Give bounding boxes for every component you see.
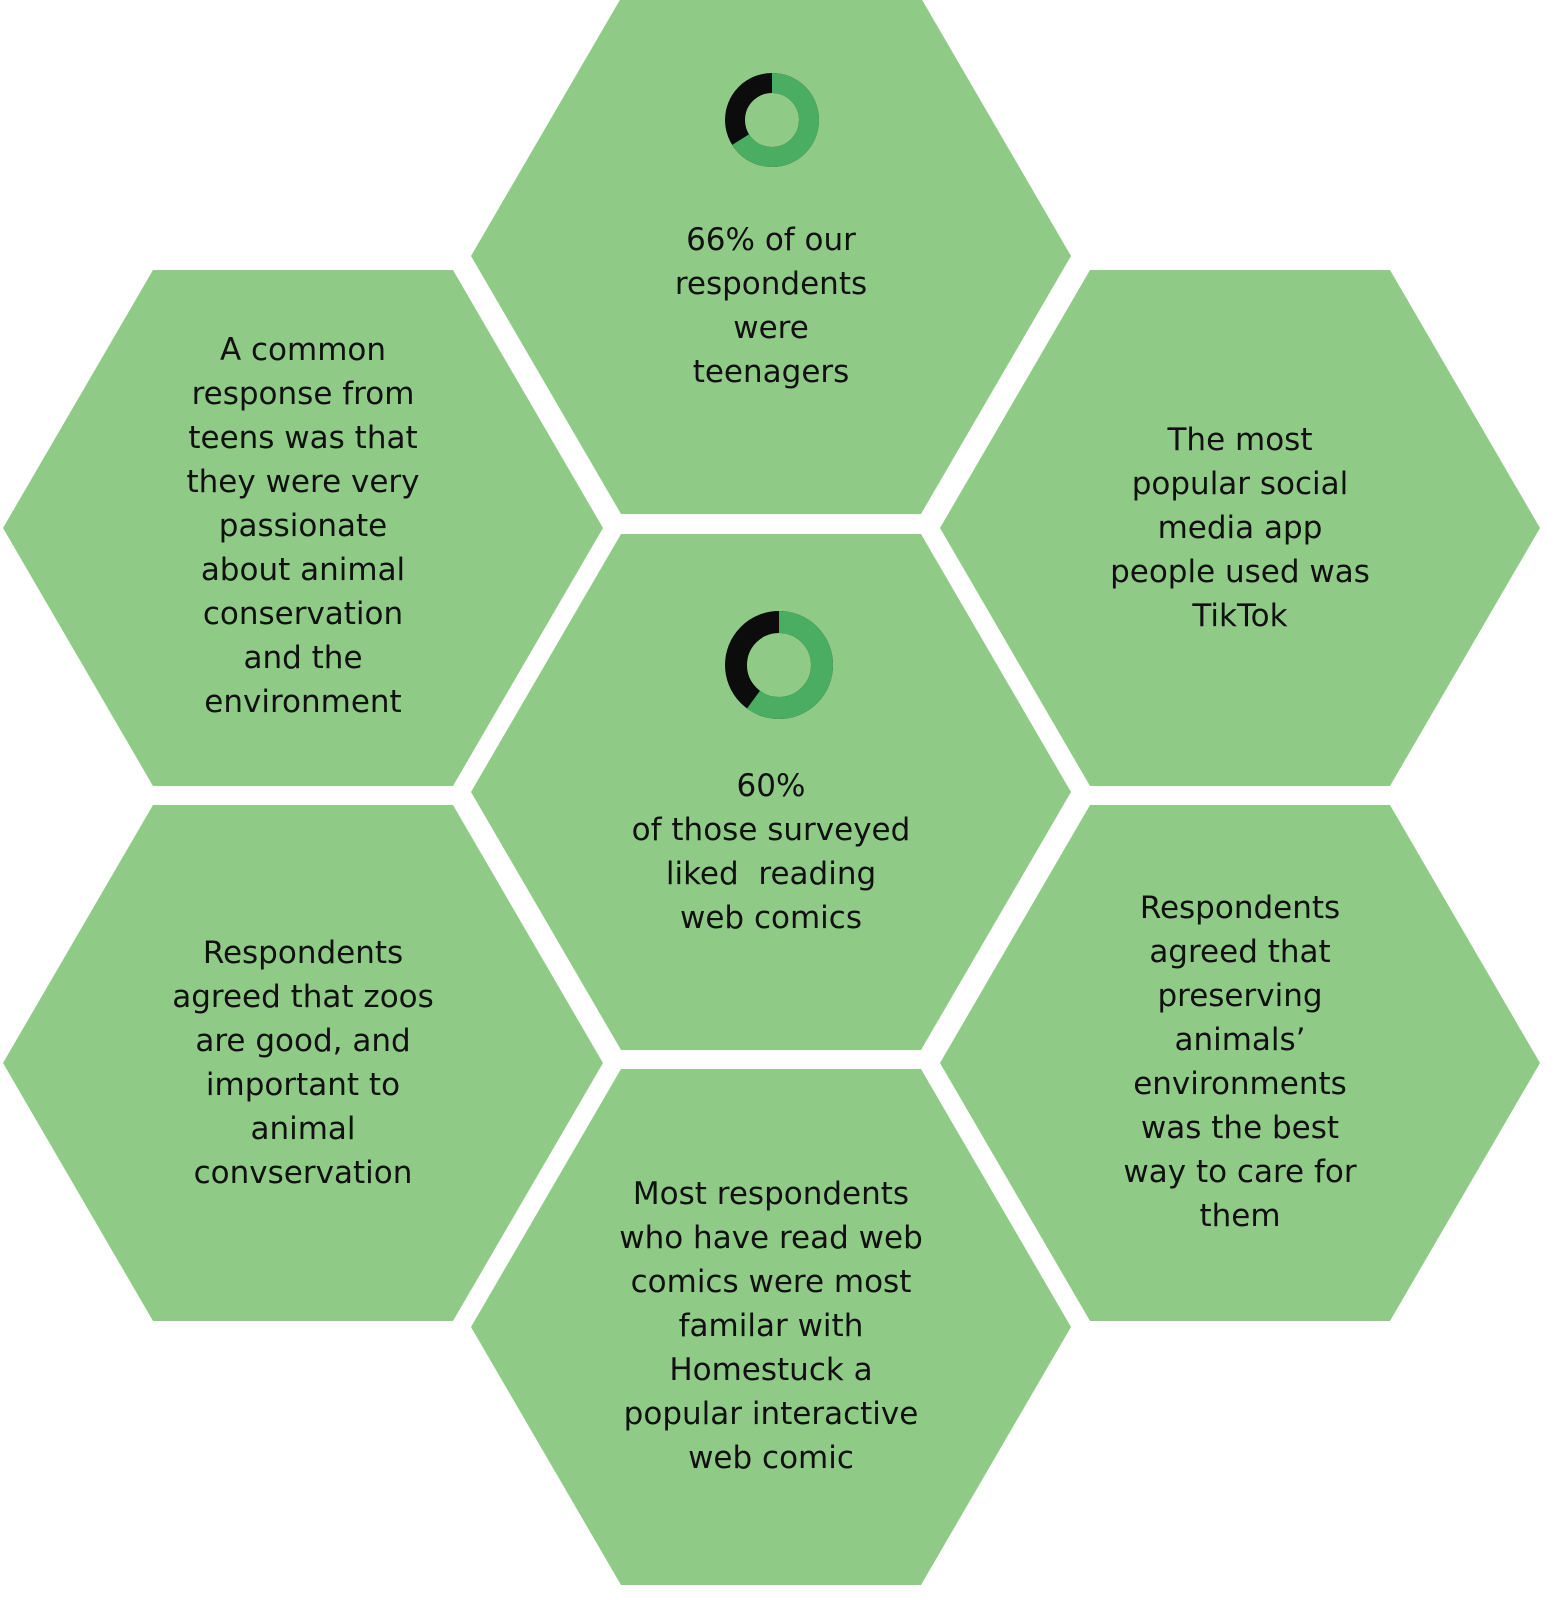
- hex-bottom-line-6: popular interactive: [624, 1396, 919, 1432]
- hex-top-line-3: were: [733, 310, 809, 346]
- hex-lower-left-text: Respondents agreed that zoos are good, and…: [172, 935, 434, 1191]
- hex-upper-left-line-2: response from: [192, 376, 415, 412]
- hex-center-line-1: 60%: [737, 768, 806, 804]
- hex-upper-left-shape: [3, 270, 603, 786]
- hex-upper-left-text: A common response from teens was that they …: [187, 332, 420, 720]
- hex-upper-left-line-6: about animal: [201, 552, 405, 588]
- hex-upper-left-line-3: teens was that: [188, 420, 417, 456]
- hex-center-shape: [471, 534, 1071, 1050]
- hex-bottom-shape: [471, 1069, 1071, 1585]
- hex-lower-right-line-3: preserving: [1157, 978, 1322, 1014]
- hex-lower-right-line-6: was the best: [1141, 1110, 1339, 1146]
- hex-upper-right-line-4: people used was: [1110, 554, 1370, 590]
- hex-lower-left-line-6: convservation: [194, 1155, 413, 1191]
- hex-bottom-line-7: web comic: [688, 1440, 854, 1476]
- hex-upper-right-text: The most popular social media app people us…: [1110, 422, 1370, 634]
- hex-upper-left-line-9: environment: [204, 684, 401, 720]
- hex-lower-left-line-4: important to: [206, 1067, 400, 1103]
- hex-upper-left: A common response from teens was that they …: [3, 270, 603, 786]
- hex-bottom-line-3: comics were most: [631, 1264, 912, 1300]
- hex-bottom: Most respondents who have read web comics …: [471, 1069, 1071, 1585]
- hex-top-line-2: respondents: [675, 266, 867, 302]
- hex-lower-right-line-5: environments: [1133, 1066, 1347, 1102]
- hex-upper-right-line-3: media app: [1158, 510, 1323, 546]
- hex-upper-left-line-1: A common: [220, 332, 386, 368]
- hex-lower-left-line-3: are good, and: [195, 1023, 410, 1059]
- hex-lower-right-line-8: them: [1199, 1198, 1280, 1234]
- hex-top: 66% of our respondents were teenagers: [471, 0, 1071, 514]
- hex-top-shape: [471, 0, 1071, 514]
- hex-upper-left-line-7: conservation: [203, 596, 403, 632]
- hex-top-line-4: teenagers: [693, 354, 850, 390]
- hex-center-line-3: liked reading: [666, 856, 876, 892]
- hex-center-text: 60% of those surveyed liked reading web com…: [632, 768, 911, 936]
- hex-lower-left-line-1: Respondents: [203, 935, 403, 971]
- hex-upper-left-line-8: and the: [243, 640, 362, 676]
- donut-chart-center: [725, 611, 833, 719]
- hex-lower-right: Respondents agreed that preserving animals’…: [940, 805, 1540, 1321]
- hex-upper-right-shape: [940, 270, 1540, 786]
- hex-lower-right-line-1: Respondents: [1140, 890, 1340, 926]
- hex-lower-right-text: Respondents agreed that preserving animals’…: [1123, 890, 1356, 1234]
- hex-top-line-1: 66% of our: [686, 222, 856, 258]
- hex-bottom-line-1: Most respondents: [633, 1176, 909, 1212]
- hex-lower-left-line-2: agreed that zoos: [172, 979, 434, 1015]
- hex-upper-right: The most popular social media app people us…: [940, 270, 1540, 786]
- hex-bottom-line-5: Homestuck a: [669, 1352, 872, 1388]
- donut-top-highlight: [725, 73, 819, 167]
- hex-lower-right-line-7: way to care for: [1123, 1154, 1356, 1190]
- donut-chart-top: [725, 73, 819, 167]
- donut-center-highlight: [725, 611, 833, 719]
- hex-bottom-line-4: familar with: [679, 1308, 864, 1344]
- hex-bottom-line-2: who have read web: [619, 1220, 923, 1256]
- hex-lower-left: Respondents agreed that zoos are good, and…: [3, 805, 603, 1321]
- hex-center-line-2: of those surveyed: [632, 812, 911, 848]
- hex-lower-right-line-2: agreed that: [1149, 934, 1330, 970]
- hex-top-text: 66% of our respondents were teenagers: [675, 222, 867, 390]
- hex-upper-left-line-5: passionate: [219, 508, 387, 544]
- hex-upper-left-line-4: they were very: [187, 464, 420, 500]
- hex-lower-right-line-4: animals’: [1174, 1022, 1305, 1058]
- hex-lower-right-shape: [940, 805, 1540, 1321]
- hex-center-line-4: web comics: [680, 900, 862, 936]
- hex-upper-right-line-5: TikTok: [1191, 598, 1287, 634]
- hex-center: 60% of those surveyed liked reading web com…: [471, 534, 1071, 1050]
- hex-lower-left-shape: [3, 805, 603, 1321]
- hex-upper-right-line-1: The most: [1167, 422, 1313, 458]
- hex-bottom-text: Most respondents who have read web comics …: [619, 1176, 923, 1476]
- hex-lower-left-line-5: animal: [250, 1111, 355, 1147]
- hex-upper-right-line-2: popular social: [1132, 466, 1349, 502]
